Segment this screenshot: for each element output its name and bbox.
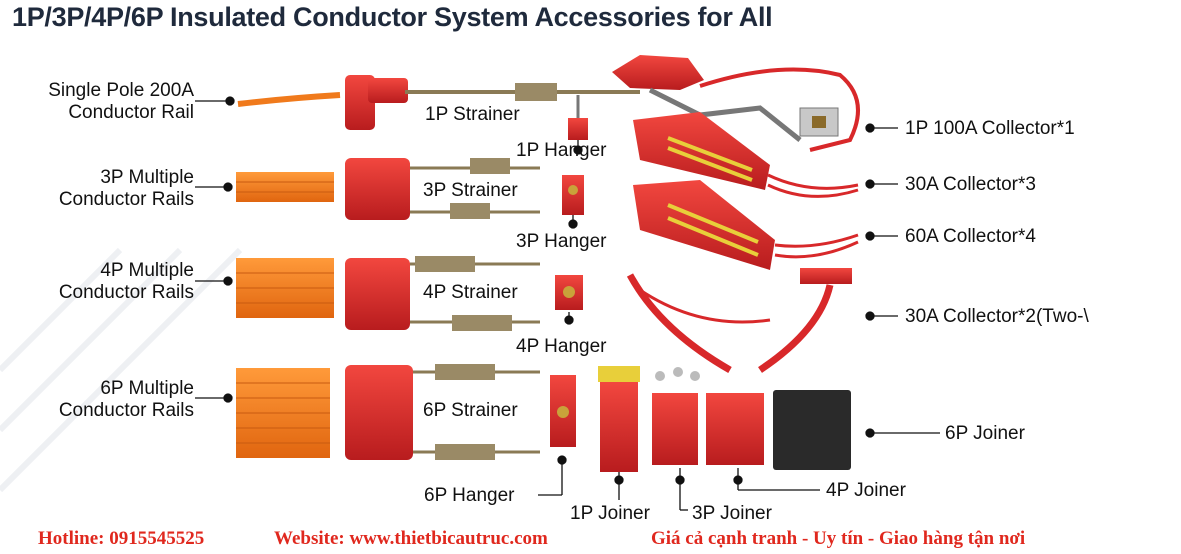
footer-website: Website: www.thietbicautruc.com: [274, 528, 548, 549]
hanger-3p: [562, 175, 584, 215]
label-hanger-3p: 3P Hanger: [516, 231, 607, 252]
single-pole-rail: [237, 92, 341, 107]
label-strainer-4p: 4P Strainer: [423, 282, 518, 303]
label-collector-30a-x3: 30A Collector*3: [905, 174, 1036, 195]
label-hanger-4p: 4P Hanger: [516, 336, 607, 357]
contact-footer: Hotline: 0915545525 Website: www.thietbi…: [0, 522, 1181, 554]
label-line: Conductor Rails: [58, 189, 194, 210]
joiner-4p: [706, 393, 764, 465]
label-line: 3P Multiple: [100, 167, 194, 188]
rail-4p: [236, 258, 334, 318]
label-strainer-3p: 3P Strainer: [423, 180, 518, 201]
joiner-3p: [652, 367, 700, 465]
strainer-1p: [345, 75, 640, 130]
label-line: Single Pole 200A: [48, 80, 194, 101]
strainer-3p: [345, 158, 540, 220]
label-rail-4p: 4P Multiple Conductor Rails: [12, 260, 194, 304]
label-hanger-6p: 6P Hanger: [424, 485, 515, 506]
label-rail-6p: 6P Multiple Conductor Rails: [12, 378, 194, 422]
label-rail-3p: 3P Multiple Conductor Rails: [12, 167, 194, 211]
collector-30a-x2-two-way: [626, 268, 852, 374]
label-joiner-3p: 3P Joiner: [692, 503, 772, 521]
page-title: 1P/3P/4P/6P Insulated Conductor System A…: [12, 2, 773, 32]
label-joiner-6p: 6P Joiner: [945, 423, 1025, 444]
collector-60a-x4: [633, 180, 859, 270]
label-line: 4P Multiple: [100, 260, 194, 281]
strainer-6p: [345, 364, 540, 460]
strainer-4p: [345, 256, 540, 331]
label-hanger-1p: 1P Hanger: [516, 140, 607, 161]
footer-slogan: Giá cả cạnh tranh - Uy tín - Giao hàng t…: [651, 528, 1026, 549]
collector-30a-x3: [633, 112, 859, 198]
collector-1p-100a: [612, 55, 860, 152]
joiner-1p: [598, 366, 640, 472]
label-line: 6P Multiple: [100, 378, 194, 399]
label-joiner-1p: 1P Joiner: [570, 503, 650, 521]
label-line: Conductor Rails: [58, 400, 194, 421]
joiner-6p: [773, 390, 851, 470]
label-strainer-6p: 6P Strainer: [423, 400, 518, 421]
hanger-1p: [568, 95, 588, 140]
label-single-pole-rail: Single Pole 200A Conductor Rail: [12, 80, 194, 124]
label-collector-1p-100a: 1P 100A Collector*1: [905, 118, 1075, 139]
label-joiner-4p: 4P Joiner: [826, 480, 906, 501]
label-collector-60a-x4: 60A Collector*4: [905, 226, 1036, 247]
label-line: Conductor Rails: [58, 282, 194, 303]
hanger-4p: [555, 275, 583, 310]
label-strainer-1p: 1P Strainer: [425, 104, 520, 125]
label-line: Conductor Rail: [68, 102, 194, 123]
rail-3p: [236, 172, 334, 202]
leader-lines: [195, 96, 940, 511]
footer-hotline: Hotline: 0915545525: [38, 528, 205, 549]
rail-6p: [236, 368, 330, 458]
background-stripes: [0, 247, 243, 493]
hanger-6p: [550, 375, 576, 447]
label-collector-30a-x2: 30A Collector*2(Two-\: [905, 306, 1089, 327]
